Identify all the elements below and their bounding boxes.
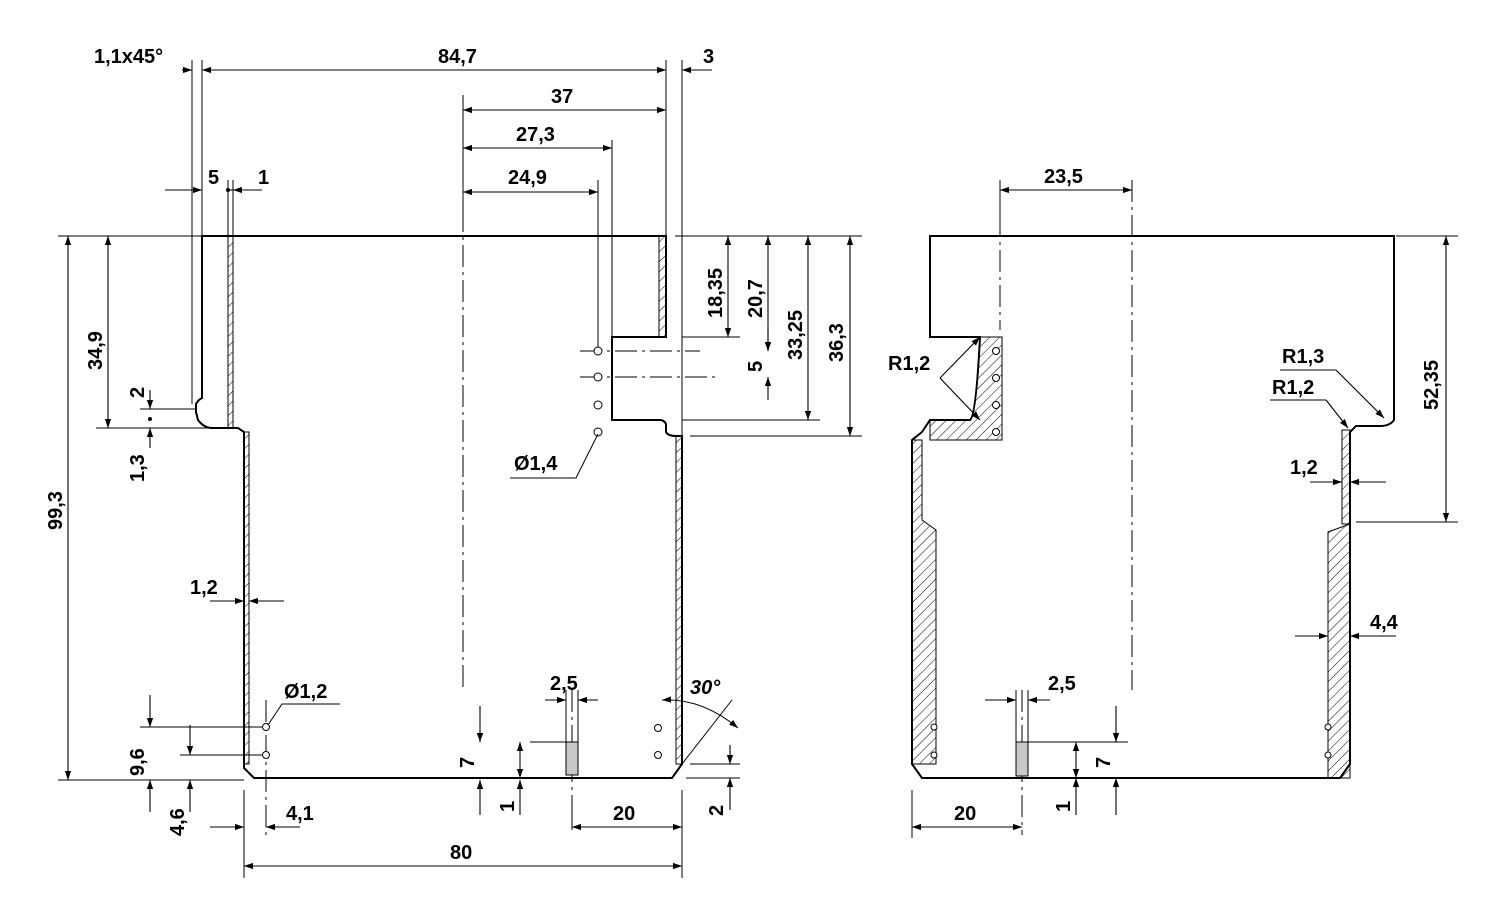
left-dot-2: [148, 417, 152, 421]
left-hole-3: [593, 400, 603, 410]
left-hole-7: [654, 724, 662, 732]
dim-27-3: 27,3: [516, 124, 555, 146]
dim-angle-30: 30°: [690, 677, 721, 699]
dim-4-6: 4,6: [167, 808, 189, 836]
dim-34-9: 34,9: [85, 331, 107, 370]
left-dimension-lines: [64, 66, 854, 870]
dim-20: 20: [613, 803, 635, 825]
dim-right-wall-4-4: 4,4: [1370, 612, 1399, 634]
dim-24-9: 24,9: [508, 167, 547, 189]
dim-2: 2: [127, 387, 149, 398]
left-part-outline: [195, 235, 683, 779]
left-hole-4: [593, 427, 603, 437]
right-view: 23,5 R1,2 R1,3 R1,2 52,35 1,2 4,4 2,5 7 …: [888, 166, 1458, 838]
right-hole-2: [992, 374, 1000, 382]
dim-5: 5: [208, 167, 219, 189]
right-hatch-left-wall: [911, 439, 937, 765]
right-hatch-right-wall-upper: [1341, 429, 1351, 525]
right-hole-3: [992, 401, 1000, 409]
left-wall-right-upper: [658, 235, 667, 338]
left-hole-2: [593, 372, 603, 382]
dim-1-3: 1,3: [127, 454, 149, 482]
dim-right-20: 20: [954, 803, 976, 825]
dim-36-3: 36,3: [826, 323, 848, 362]
left-wall-left-lower: [243, 431, 250, 765]
dim-hole-d12: Ø1,2: [284, 681, 327, 703]
right-hatch-right-wall-lower: [1327, 523, 1351, 779]
right-hole-6: [930, 751, 938, 759]
dim-right-1: 1: [1053, 801, 1075, 812]
dim-1-bottom: 1: [497, 801, 519, 812]
dim-7: 7: [457, 757, 479, 768]
left-leader-d14: [510, 433, 599, 479]
dim-wall-1-2: 1,2: [190, 577, 218, 599]
dim-right-r12-left: R1,2: [888, 353, 930, 375]
dim-80: 80: [450, 842, 472, 864]
right-hole-4: [992, 428, 1000, 436]
dim-33-25: 33,25: [785, 310, 807, 360]
dim-chamfer: 1,1x45°: [94, 46, 163, 68]
left-hole-8: [654, 751, 662, 759]
dim-1: 1: [258, 167, 269, 189]
left-extension-lines: [58, 60, 862, 878]
left-leader-d12: [267, 703, 340, 726]
right-hole-5: [930, 723, 938, 731]
dim-right-52-35: 52,35: [1421, 360, 1443, 410]
left-view: 1,1x45° 84,7 3 37 27,3 24,9 5 1 18,35 20…: [45, 46, 862, 878]
dim-2-bottom: 2: [706, 805, 728, 816]
left-wall-left-upper: [227, 235, 234, 429]
left-slot: [565, 741, 579, 776]
dim-edge-3: 3: [703, 46, 714, 68]
left-wall-right-lower: [675, 435, 683, 765]
left-hole-1: [593, 346, 603, 356]
dim-4-1: 4,1: [286, 803, 314, 825]
dim-right-7: 7: [1093, 757, 1115, 768]
dim-99-3: 99,3: [45, 491, 67, 530]
dim-hole-d14: Ø1,4: [514, 453, 558, 475]
left-hole-5: [262, 723, 270, 731]
right-hole-8: [1324, 751, 1332, 759]
right-hole-1: [992, 347, 1000, 355]
dim-right-r13: R1,3: [1282, 346, 1324, 368]
dim-20-7: 20,7: [745, 279, 767, 318]
dim-5-vertical: 5: [745, 361, 767, 372]
right-slot: [1015, 741, 1029, 777]
dim-right-r12-right: R1,2: [1272, 377, 1314, 399]
left-hole-6: [262, 751, 270, 759]
dim-slot-2-5: 2,5: [550, 673, 578, 695]
dim-right-23-5: 23,5: [1044, 166, 1083, 188]
right-extension-lines: [911, 180, 1458, 838]
right-hole-7: [1324, 723, 1332, 731]
dim-9-6: 9,6: [127, 748, 149, 776]
right-dimension-lines: [912, 186, 1450, 831]
dim-overall-width: 84,7: [438, 46, 477, 68]
dim-right-slot-2-5: 2,5: [1048, 673, 1076, 695]
left-dot-1: [226, 188, 230, 192]
dim-18-35: 18,35: [705, 268, 727, 318]
right-part-outline: [911, 235, 1395, 779]
dim-37: 37: [551, 86, 573, 108]
right-hatch-left-top: [929, 336, 1003, 441]
dim-right-wall-1-2: 1,2: [1290, 457, 1318, 479]
